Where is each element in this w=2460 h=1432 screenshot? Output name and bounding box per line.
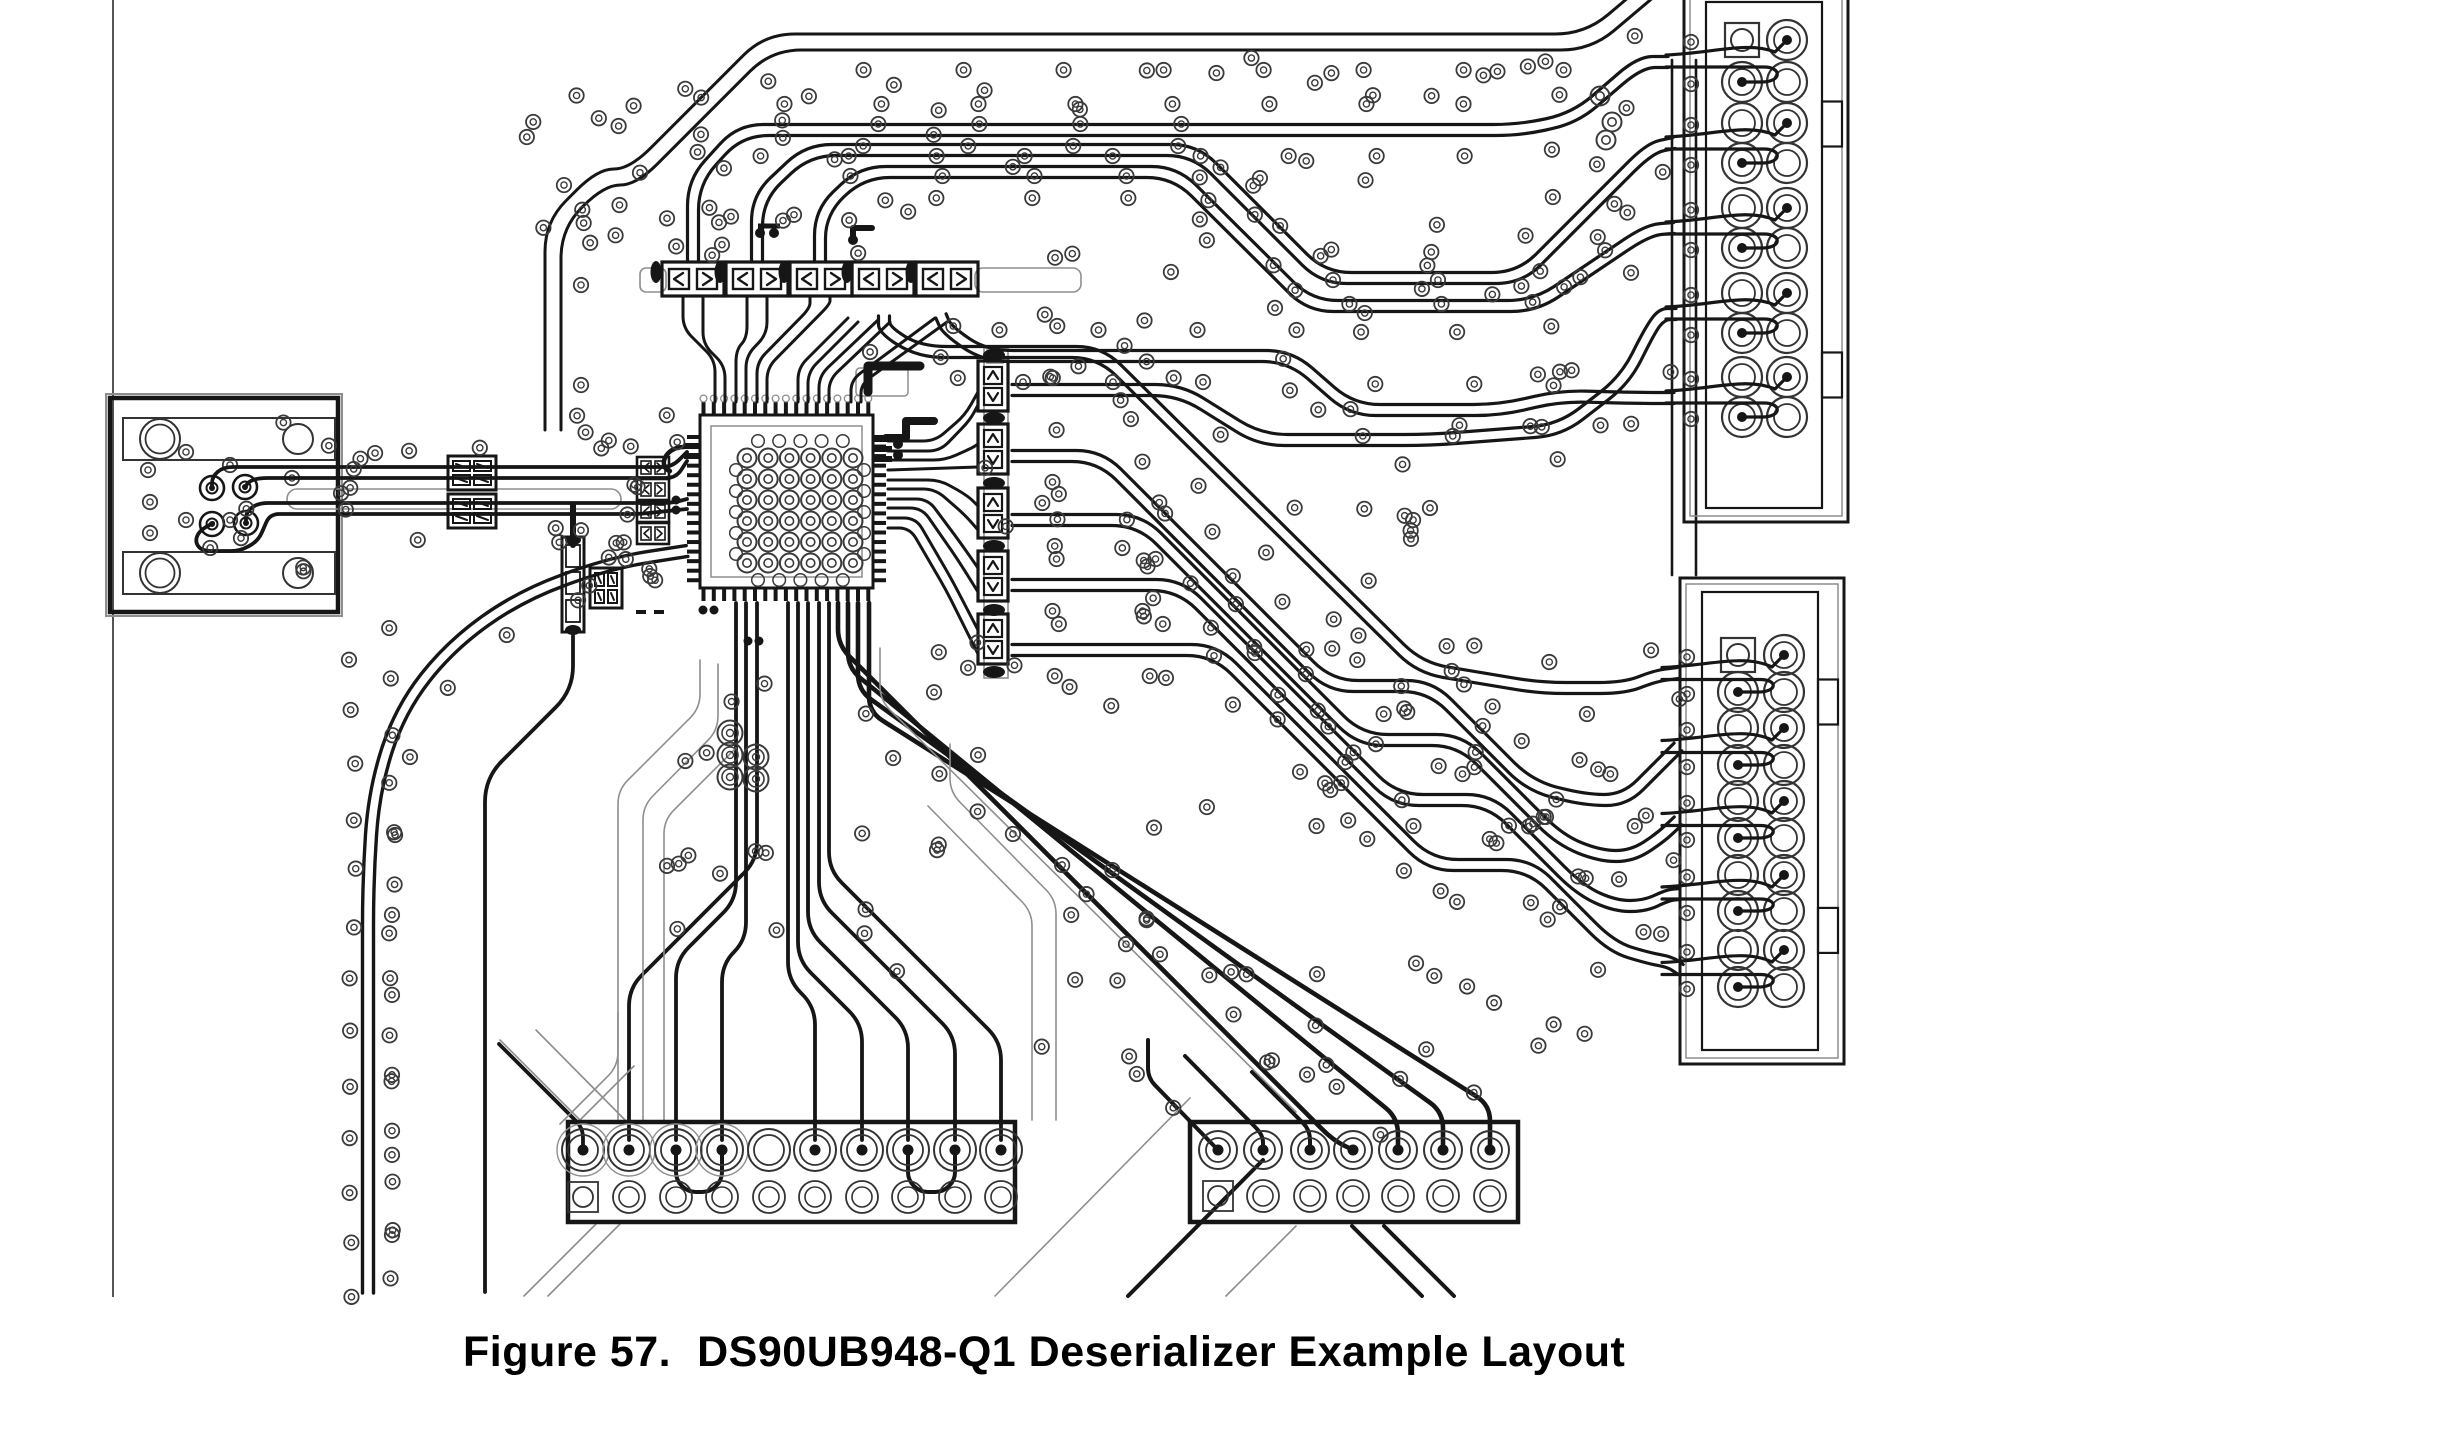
vertical-bundle bbox=[497, 601, 1003, 1194]
via-stitching bbox=[202, 27, 1688, 1305]
board-edges bbox=[112, 0, 1653, 1297]
pour-outlines bbox=[499, 647, 1297, 1297]
diff-pair-bundles bbox=[685, 54, 1698, 976]
left-arc-traces bbox=[360, 543, 690, 1295]
bottom-middle-header bbox=[1187, 1119, 1521, 1225]
ic-package bbox=[661, 394, 903, 601]
top-component-row bbox=[639, 223, 1082, 298]
left-coax-connector bbox=[105, 393, 622, 617]
ic-fanout bbox=[681, 296, 980, 656]
bottom-left-header bbox=[556, 1119, 1023, 1225]
mid-passive-cluster bbox=[446, 454, 671, 635]
mid-right-header bbox=[1660, 576, 1846, 1066]
figure-caption: Figure 57. DS90UB948-Q1 Deserializer Exam… bbox=[463, 1328, 1626, 1376]
figure-caption-title: DS90UB948-Q1 Deserializer Example Layout bbox=[697, 1328, 1626, 1376]
top-right-header bbox=[1664, 0, 1850, 524]
figure-caption-label: Figure 57. bbox=[463, 1328, 672, 1376]
